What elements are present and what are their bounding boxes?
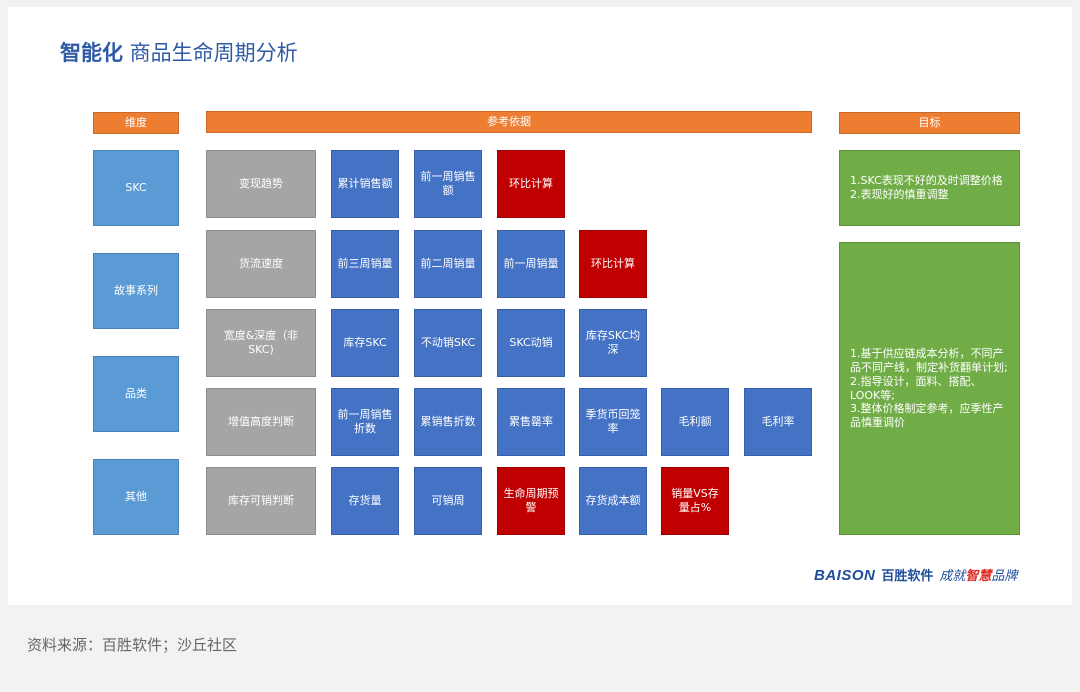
row-category: 变现趋势: [206, 150, 316, 218]
dimension-box: 故事系列: [93, 253, 179, 329]
slogan-pre: 成就: [939, 569, 966, 584]
metric-box-highlight: 生命周期预警: [497, 467, 565, 535]
metric-box: 前一周销售折数: [331, 388, 399, 456]
metric-box: 前三周销量: [331, 230, 399, 298]
metric-box: 前一周销售额: [414, 150, 482, 218]
metric-box: 不动销SKC: [414, 309, 482, 377]
brand-slogan: 成就智慧品牌: [939, 565, 1017, 584]
goal-text-1: 1.SKC表现不好的及时调整价格 2.表现好的慎重调整: [850, 174, 1003, 201]
dimension-box: 其他: [93, 459, 179, 535]
metric-box: 毛利额: [661, 388, 729, 456]
source-caption: 资料来源：百胜软件；沙丘社区: [27, 636, 238, 654]
metric-box: 可销周: [414, 467, 482, 535]
metric-box: 库存SKC: [331, 309, 399, 377]
metric-box: 前一周销量: [497, 230, 565, 298]
brand-logo: BAISON 百胜软件 成就智慧品牌: [814, 565, 1017, 584]
brand-cn: 百胜软件: [881, 569, 934, 584]
metric-box: 存货成本额: [579, 467, 647, 535]
metric-box-highlight: 环比计算: [497, 150, 565, 218]
metric-box: 累销售折数: [414, 388, 482, 456]
title-bold: 智能化: [60, 41, 123, 65]
header-basis: 参考依据: [206, 111, 812, 133]
metric-box-highlight: 销量VS存量占%: [661, 467, 729, 535]
metric-box-highlight: 环比计算: [579, 230, 647, 298]
row-category: 增值高度判断: [206, 388, 316, 456]
row-category: 库存可销判断: [206, 467, 316, 535]
goal-box-1: 1.SKC表现不好的及时调整价格 2.表现好的慎重调整: [839, 150, 1020, 226]
row-category: 货流速度: [206, 230, 316, 298]
title-rest: 商品生命周期分析: [123, 41, 298, 65]
goal-text-2: 1.基于供应链成本分析，不同产品不同产线，制定补货翻单计划; 2.指导设计，面料…: [850, 347, 1008, 429]
page-title: 智能化 商品生命周期分析: [60, 37, 298, 67]
row-category: 宽度&深度（非SKC): [206, 309, 316, 377]
brand-en: BAISON: [814, 567, 876, 584]
goal-box-2: 1.基于供应链成本分析，不同产品不同产线，制定补货翻单计划; 2.指导设计，面料…: [839, 242, 1020, 535]
metric-box: 累售罄率: [497, 388, 565, 456]
metric-box: 存货量: [331, 467, 399, 535]
header-dimension: 维度: [93, 112, 179, 134]
slogan-post: 品牌: [991, 569, 1018, 584]
metric-box: 毛利率: [744, 388, 812, 456]
metric-box: 库存SKC均深: [579, 309, 647, 377]
slogan-accent: 智慧: [965, 569, 992, 584]
metric-box: 前二周销量: [414, 230, 482, 298]
metric-box: 累计销售额: [331, 150, 399, 218]
metric-box: 季货币回笼率: [579, 388, 647, 456]
dimension-box: SKC: [93, 150, 179, 226]
slide-card: 智能化 商品生命周期分析 维度 参考依据 目标 SKC 故事系列品类其他 变现趋势…: [8, 7, 1072, 605]
metric-box: SKC动销: [497, 309, 565, 377]
header-goal: 目标: [839, 112, 1020, 134]
dimension-box: 品类: [93, 356, 179, 432]
